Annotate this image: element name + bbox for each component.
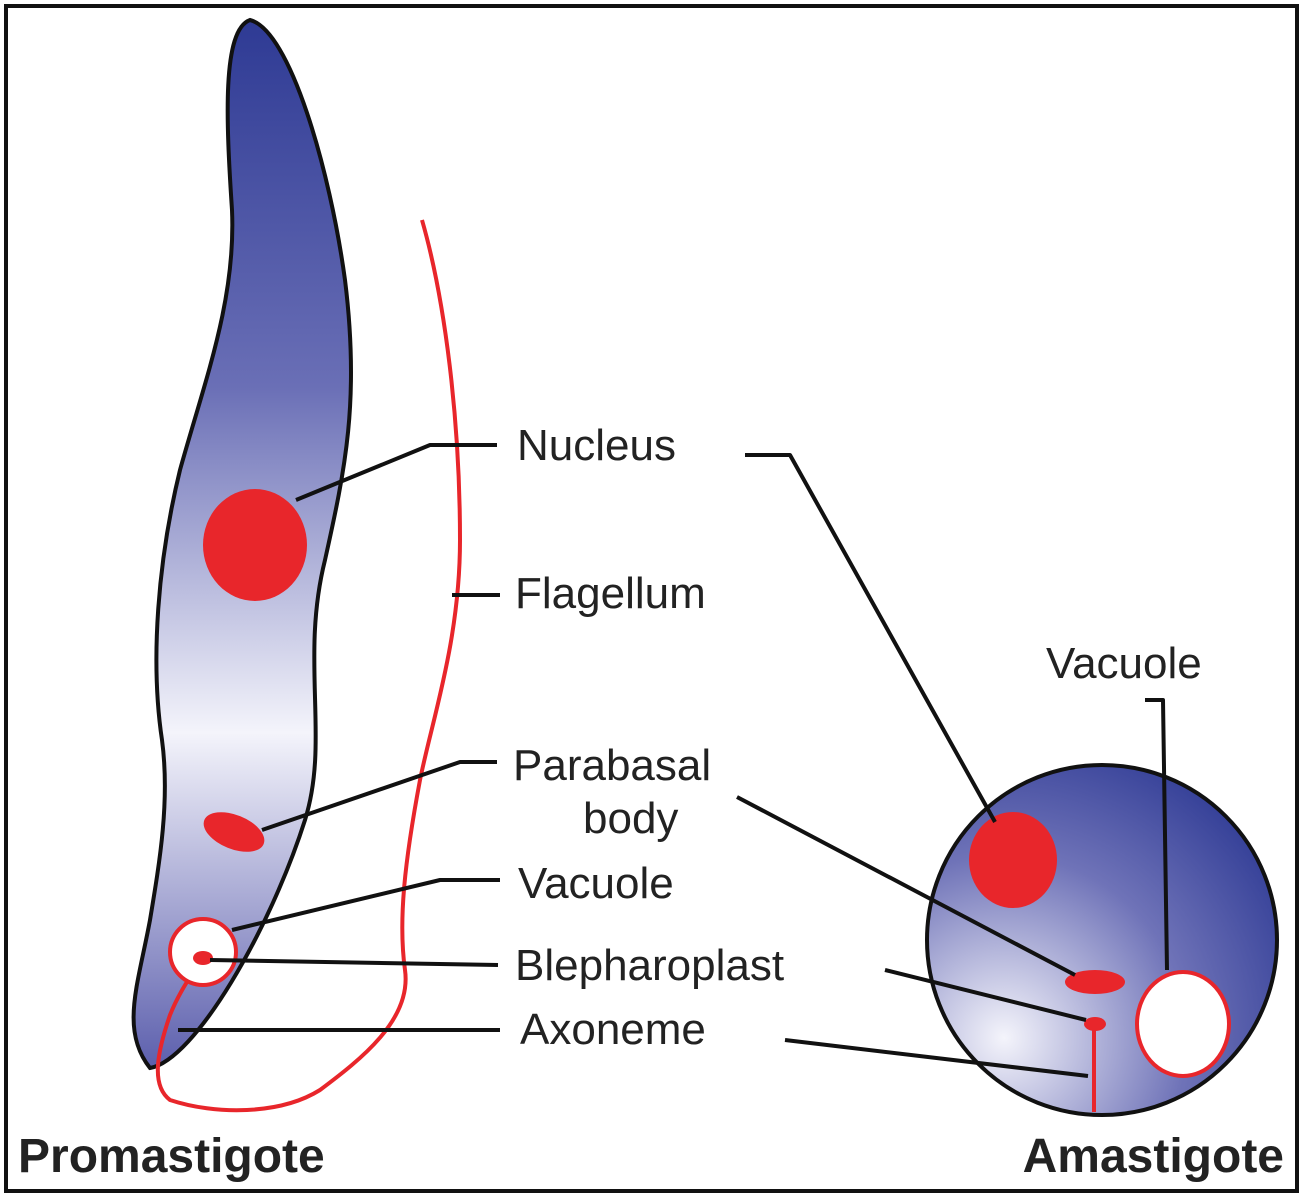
title-promastigote: Promastigote [18, 1130, 325, 1183]
label-axoneme: Axoneme [520, 1005, 706, 1054]
label-parabasal-line2: body [583, 794, 678, 843]
label-vacuole-left: Vacuole [518, 859, 674, 908]
amastigote-nucleus [969, 812, 1057, 908]
promastigote-blepharoplast [193, 951, 213, 965]
leader-nucleus-right [745, 455, 995, 822]
label-blepharoplast: Blepharoplast [515, 941, 784, 990]
amastigote-vacuole [1137, 972, 1229, 1076]
leader-blepharoplast-left [210, 960, 498, 965]
label-nucleus: Nucleus [517, 421, 676, 470]
label-vacuole-right: Vacuole [1046, 639, 1202, 688]
label-flagellum: Flagellum [515, 569, 706, 618]
title-amastigote: Amastigote [1023, 1130, 1284, 1183]
label-parabasal-line1: Parabasal [513, 741, 711, 790]
promastigote-nucleus [203, 489, 307, 601]
